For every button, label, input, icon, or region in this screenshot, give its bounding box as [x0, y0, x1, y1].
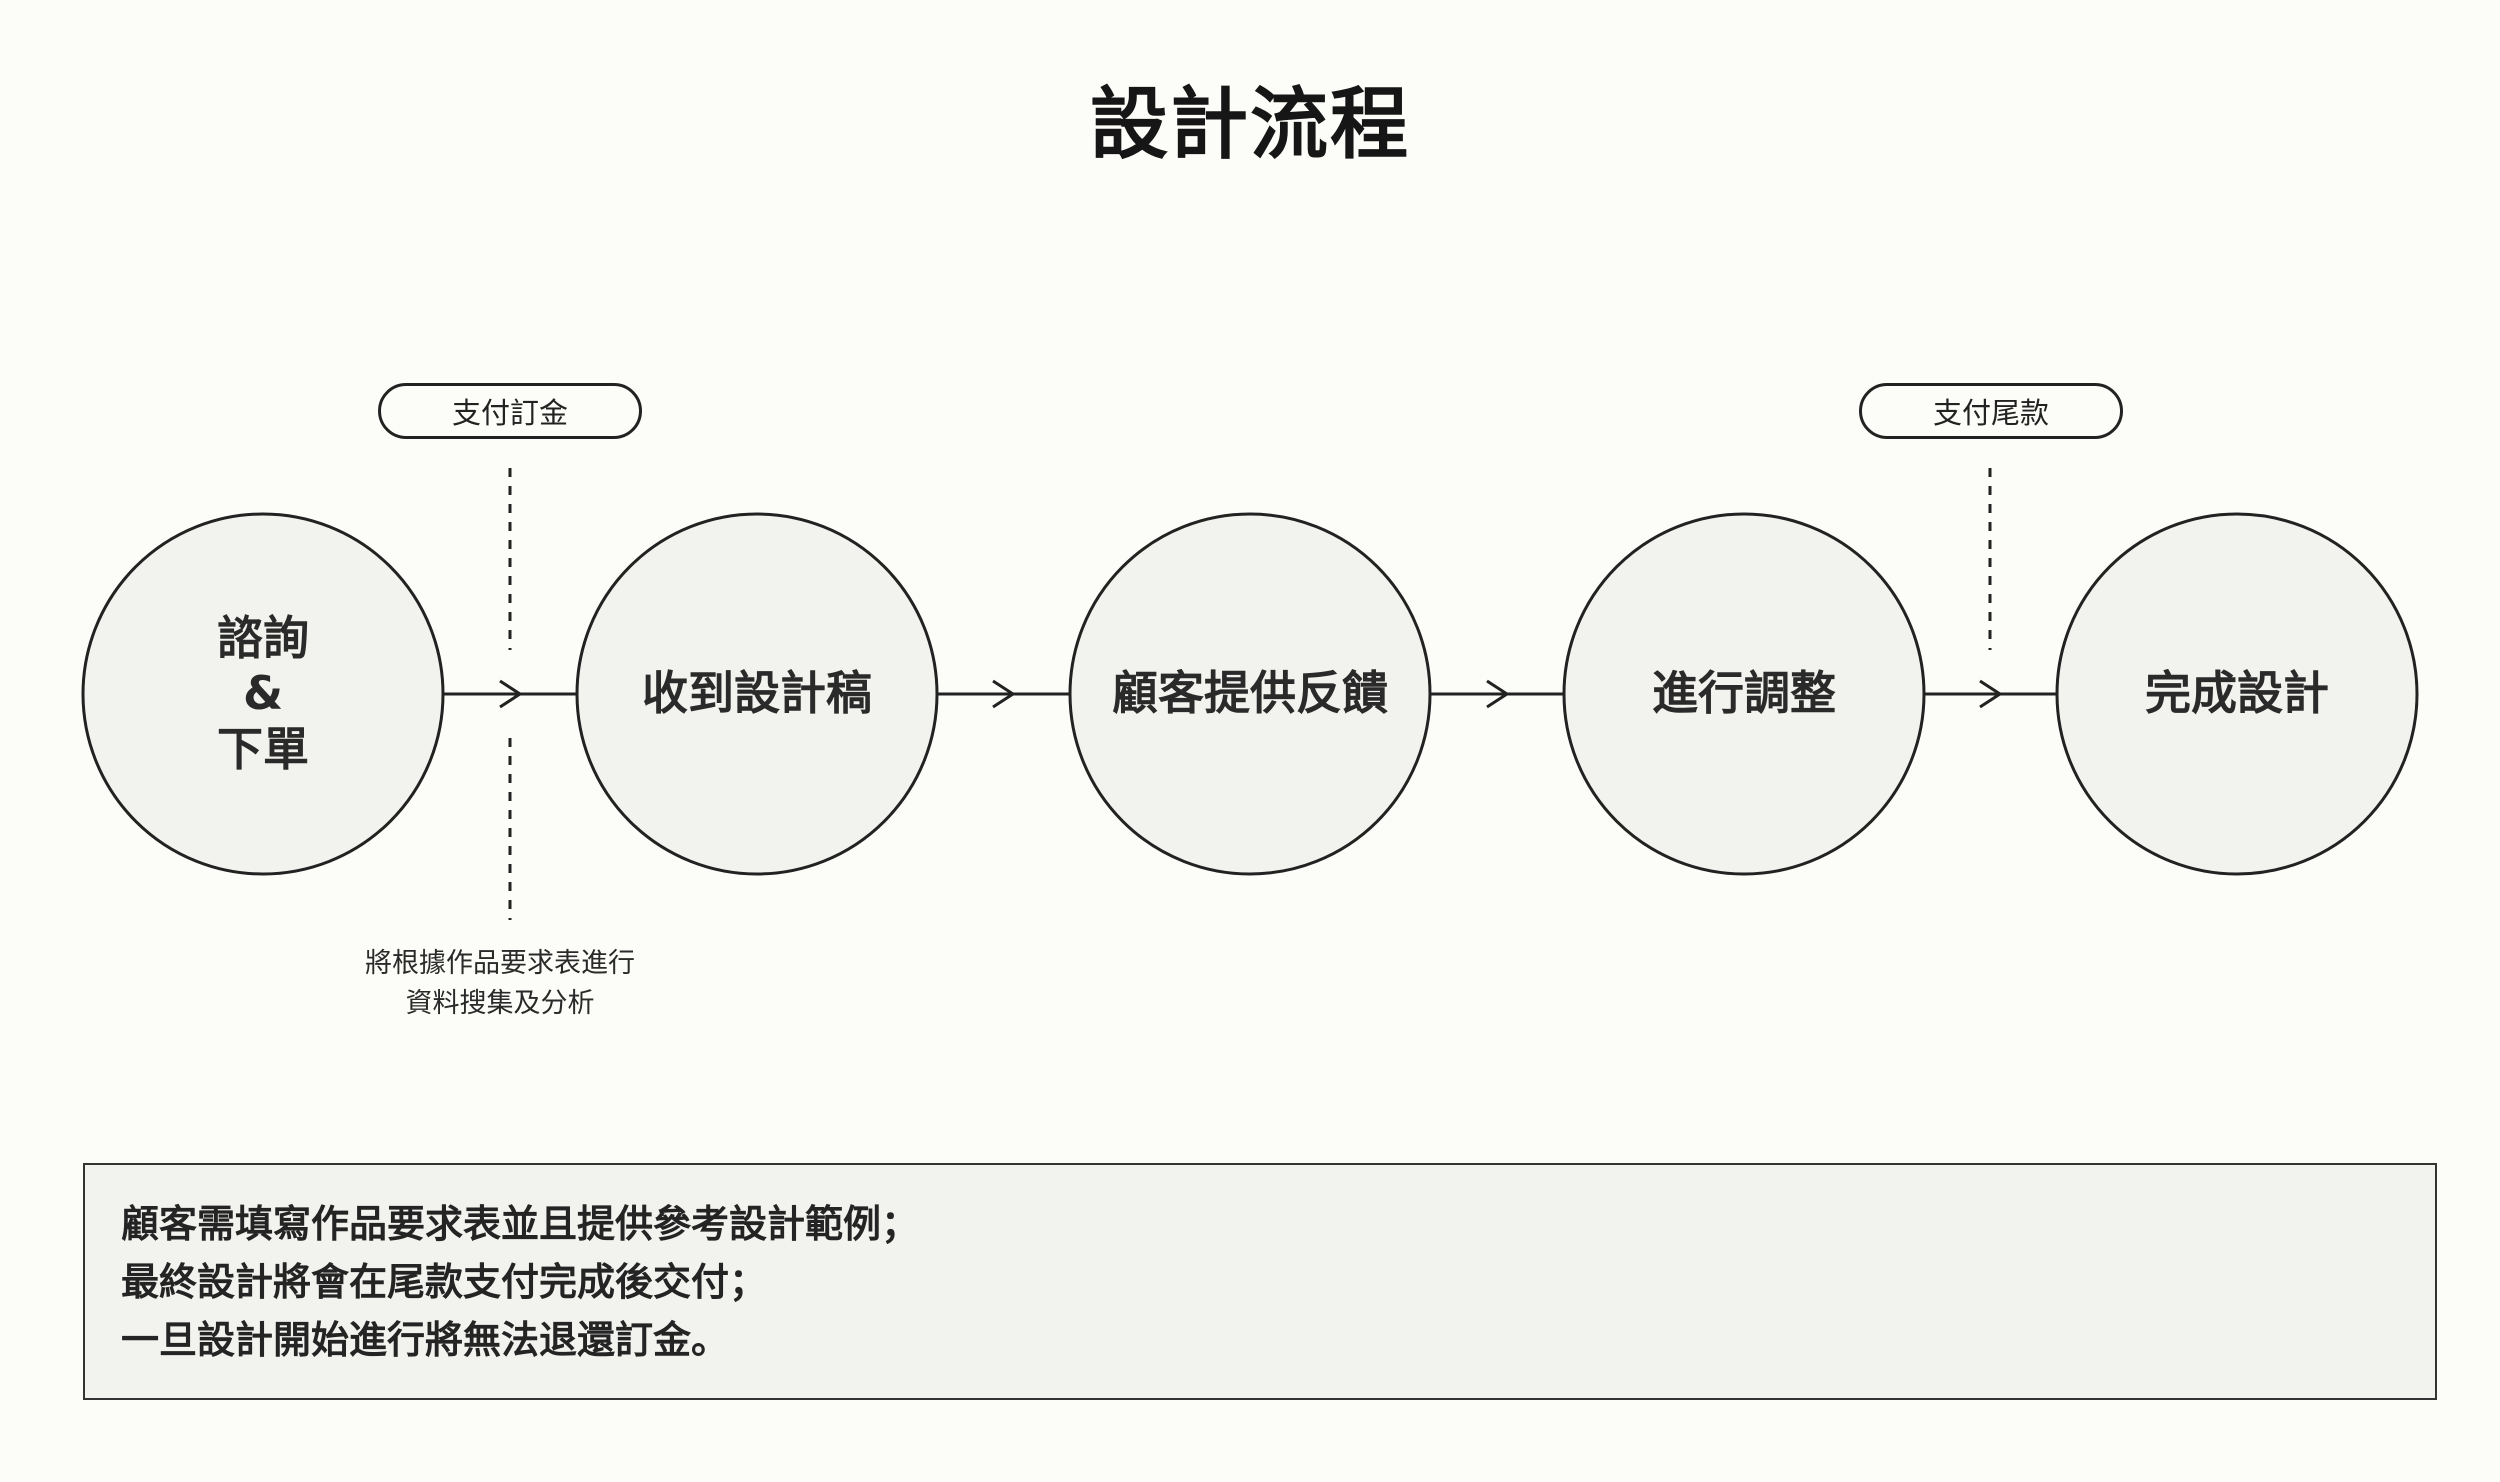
- research-note: 將根據作品要求表進行 資料搜集及分析: [310, 944, 690, 1024]
- step-circle-3: [1068, 512, 1432, 876]
- terms-box: 顧客需填寫作品要求表並且提供參考設計範例； 最終設計將會在尾款支付完成後交付； …: [83, 1163, 2437, 1400]
- arrow-head-3: [1486, 679, 1510, 709]
- arrow-head-2: [992, 679, 1016, 709]
- step-label-line: 收到設計稿: [642, 666, 872, 721]
- terms-line: 一旦設計開始進行將無法退還訂金。: [121, 1318, 730, 1362]
- step-label-line: 顧客提供反饋: [1112, 666, 1388, 721]
- step-complete-design: 完成設計: [2057, 514, 2417, 874]
- step-receive-draft: 收到設計稿: [577, 514, 937, 874]
- step-customer-feedback: 顧客提供反饋: [1070, 514, 1430, 874]
- step-circle-2: [575, 512, 939, 876]
- research-note-line: 資料搜集及分析: [405, 988, 595, 1019]
- payment-deposit-tag: 支付訂金: [378, 383, 642, 439]
- step-label-line: 完成設計: [2145, 666, 2329, 721]
- step-label-line: 下單: [217, 721, 309, 776]
- arrow-head-4: [1979, 679, 2003, 709]
- research-note-line: 將根據作品要求表進行: [365, 948, 635, 979]
- page-title: 設計流程: [1089, 80, 1410, 170]
- step-consult-order: 諮詢 & 下單: [83, 514, 443, 874]
- step-circle-4: [1562, 512, 1926, 876]
- step-label-line: &: [242, 666, 284, 721]
- step-circle-5: [2055, 512, 2419, 876]
- arrow-head-1: [499, 679, 523, 709]
- step-adjustment: 進行調整: [1564, 514, 1924, 874]
- terms-line: 顧客需填寫作品要求表並且提供參考設計範例；: [121, 1202, 920, 1246]
- step-circle-1: [81, 512, 445, 876]
- step-label-line: 諮詢: [217, 611, 309, 666]
- terms-line: 最終設計將會在尾款支付完成後交付；: [121, 1260, 768, 1304]
- step-label-line: 進行調整: [1652, 666, 1836, 721]
- payment-final-tag: 支付尾款: [1859, 383, 2123, 439]
